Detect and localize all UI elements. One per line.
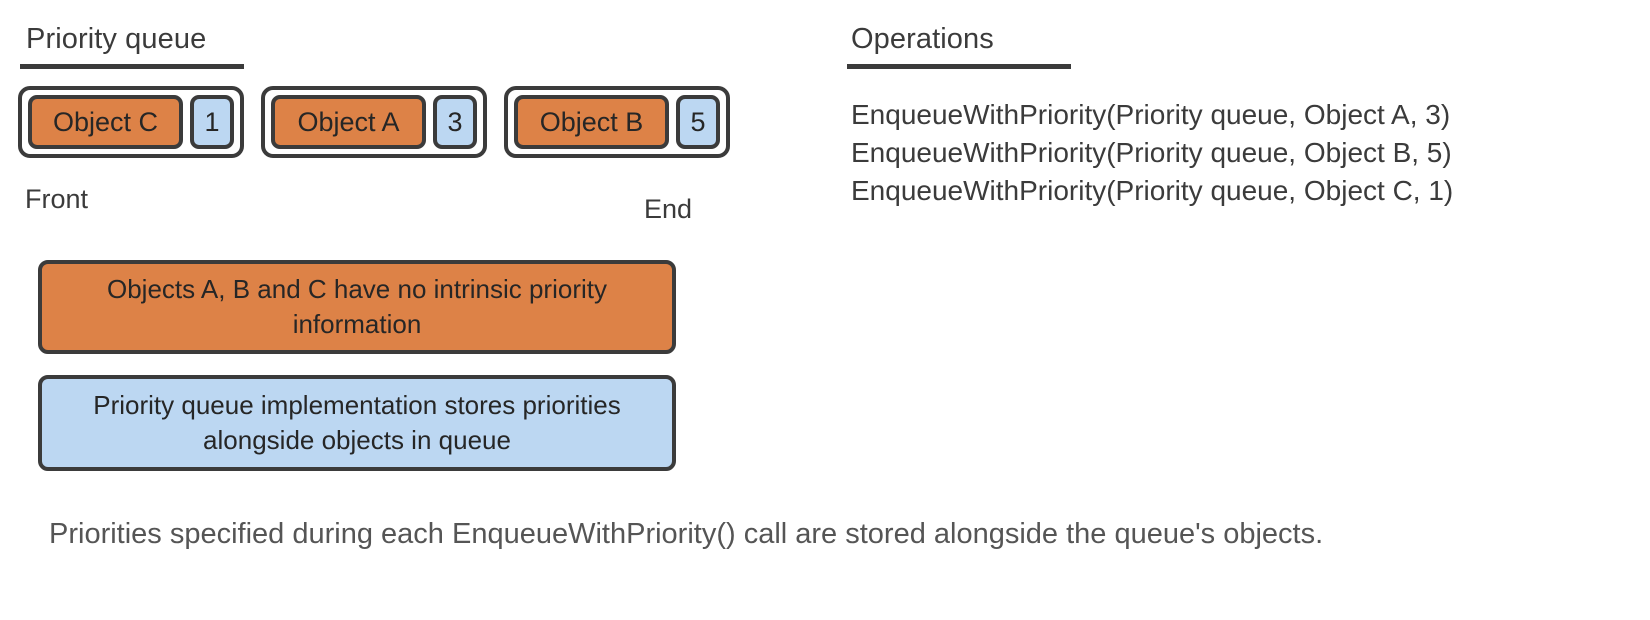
queue-cell-1[interactable]: Object A 3 — [261, 86, 487, 158]
queue-object-box-2[interactable]: Object B — [514, 95, 669, 149]
priority-queue-heading-underline — [20, 64, 244, 69]
callout-objects-no-intrinsic-priority: Objects A, B and C have no intrinsic pri… — [38, 260, 676, 354]
queue-cell-2[interactable]: Object B 5 — [504, 86, 730, 158]
queue-priority-box-1[interactable]: 3 — [433, 95, 477, 149]
queue-priority-box-0[interactable]: 1 — [190, 95, 234, 149]
priority-queue-heading: Priority queue — [26, 23, 207, 55]
figure-caption: Priorities specified during each Enqueue… — [49, 518, 1324, 550]
priority-queue-container: Object C 1 Object A 3 Object B 5 — [18, 86, 730, 158]
queue-object-box-0[interactable]: Object C — [28, 95, 183, 149]
operation-item-2: EnqueueWithPriority(Priority queue, Obje… — [851, 175, 1454, 206]
queue-priority-box-2[interactable]: 5 — [676, 95, 720, 149]
operations-heading: Operations — [851, 23, 994, 55]
queue-end-label: End — [644, 194, 693, 224]
operations-list: EnqueueWithPriority(Priority queue, Obje… — [851, 96, 1453, 210]
operation-item-0: EnqueueWithPriority(Priority queue, Obje… — [851, 99, 1451, 130]
callout-priority-queue-stores-priorities: Priority queue implementation stores pri… — [38, 375, 676, 471]
queue-cell-0[interactable]: Object C 1 — [18, 86, 244, 158]
operation-item-1: EnqueueWithPriority(Priority queue, Obje… — [851, 137, 1452, 168]
queue-object-box-1[interactable]: Object A — [271, 95, 426, 149]
queue-front-label: Front — [25, 184, 89, 214]
operations-heading-underline — [847, 64, 1071, 69]
